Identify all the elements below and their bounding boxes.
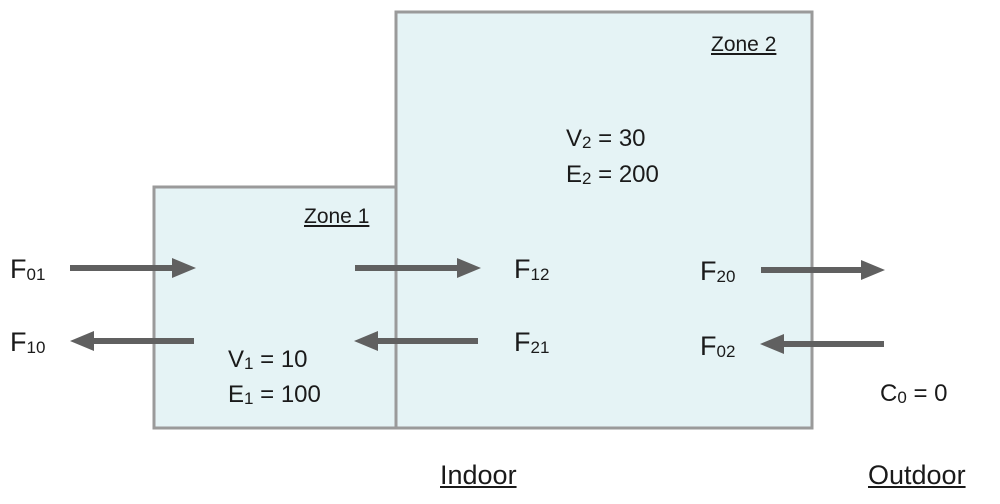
zone-1-box <box>152 185 398 430</box>
arrow-f10 <box>70 331 194 351</box>
arrow-f12 <box>355 258 481 278</box>
volume-symbol: V <box>566 125 583 152</box>
outdoor-label: Outdoor <box>868 460 966 490</box>
zone-2-box <box>394 10 814 430</box>
flow-symbol: F <box>700 331 717 361</box>
concentration-symbol: C <box>880 380 898 407</box>
flow-label-f02: F02 <box>700 331 736 361</box>
flow-subscript: 12 <box>530 265 550 284</box>
flow-symbol: F <box>514 327 531 357</box>
indoor-label: Indoor <box>440 460 517 490</box>
flow-subscript: 20 <box>716 267 736 286</box>
volume-symbol: V <box>228 346 245 373</box>
zone-1-volume: V1 = 10 <box>228 346 308 373</box>
flow-subscript: 10 <box>26 338 46 357</box>
emission-symbol: E <box>228 381 245 408</box>
volume-value: = 10 <box>253 346 308 373</box>
emission-symbol: E <box>566 161 583 188</box>
arrow-f01 <box>70 258 196 278</box>
arrow-f02 <box>760 334 884 354</box>
zone-2-emission: E2 = 200 <box>566 161 659 188</box>
flow-label-f20: F20 <box>700 256 736 286</box>
flow-subscript: 01 <box>26 265 46 284</box>
arrow-f21 <box>354 331 478 351</box>
concentration-subscript: 0 <box>897 388 907 407</box>
volume-value: = 30 <box>591 125 646 152</box>
emission-value: = 200 <box>591 161 659 188</box>
flow-symbol: F <box>10 327 27 357</box>
volume-subscript: 1 <box>244 354 254 373</box>
arrow-f20 <box>761 260 885 280</box>
flow-symbol: F <box>514 254 531 284</box>
flow-label-f21: F21 <box>514 327 550 357</box>
emission-value: = 100 <box>253 381 321 408</box>
zone-1-emission: E1 = 100 <box>228 381 321 408</box>
concentration-value: = 0 <box>906 380 948 407</box>
volume-subscript: 2 <box>582 133 592 152</box>
emission-subscript: 2 <box>582 169 592 188</box>
zone-1-title: Zone 1 <box>304 205 370 228</box>
emission-subscript: 1 <box>244 389 254 408</box>
flow-subscript: 02 <box>716 342 736 361</box>
flow-label-f01: F01 <box>10 254 46 284</box>
flow-subscript: 21 <box>530 338 550 357</box>
zone-2-volume: V2 = 30 <box>566 125 646 152</box>
flow-label-f10: F10 <box>10 327 46 357</box>
flow-label-f12: F12 <box>514 254 550 284</box>
zone-2-title: Zone 2 <box>711 33 777 56</box>
outdoor-concentration: C0 = 0 <box>880 380 948 407</box>
flow-symbol: F <box>10 254 27 284</box>
flow-symbol: F <box>700 256 717 286</box>
